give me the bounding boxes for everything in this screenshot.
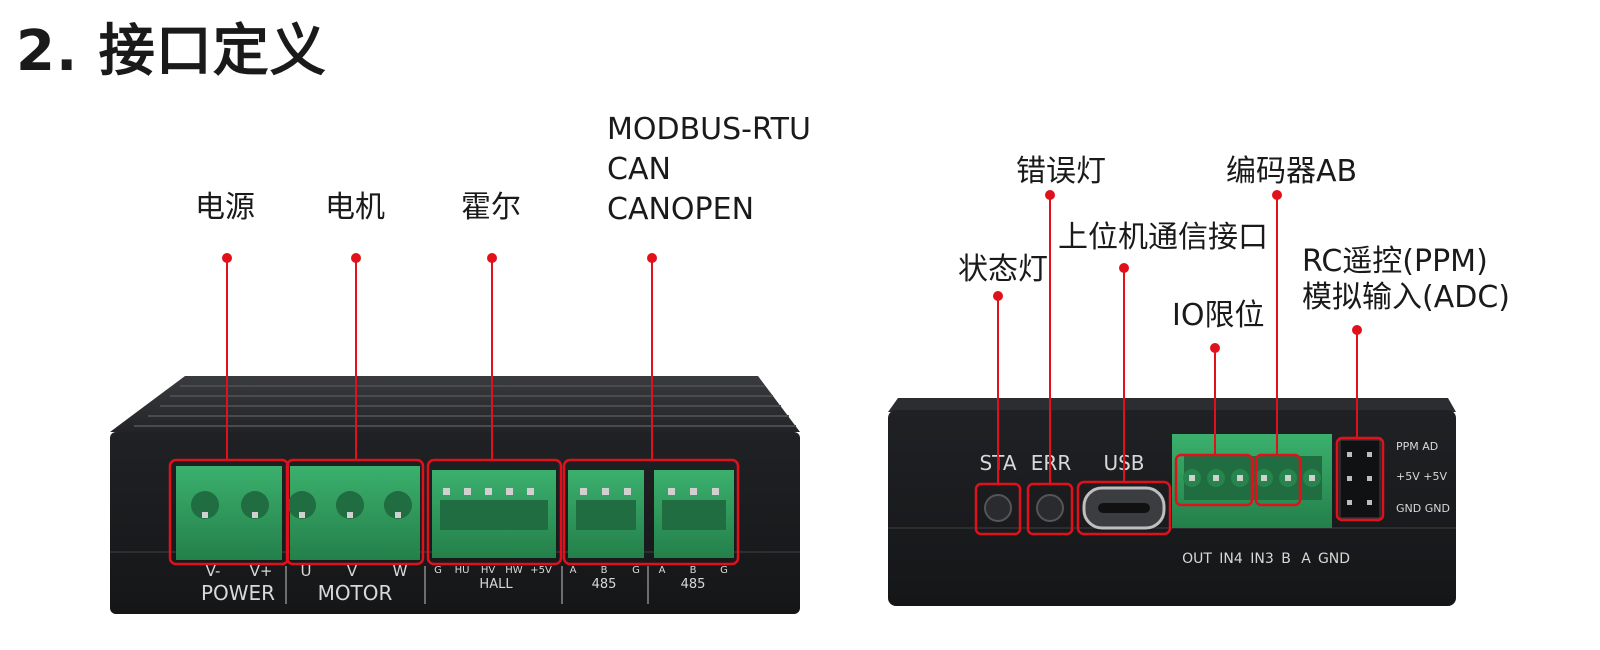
callout-status-led: 状态灯 [958, 252, 1048, 287]
rc-pin-label: PPM AD [1396, 440, 1438, 453]
callout-power: 电源 [195, 190, 255, 225]
callout-bus-line-3: CANOPEN [607, 192, 755, 227]
rs485-terminal-b [654, 470, 734, 558]
left-pin-labels: V- V+ U V W [206, 562, 408, 580]
hall-terminal [432, 470, 556, 558]
right-device: STA ERR USB [888, 190, 1456, 606]
rc-pin-label: +5V +5V [1396, 470, 1447, 483]
right-leader-lines [997, 195, 1358, 484]
pin-label: +5V [530, 565, 552, 576]
pin-label: HU [455, 565, 470, 576]
label-err: ERR [1031, 451, 1072, 475]
pin-label: IN3 [1250, 551, 1274, 567]
status-led-icon [984, 494, 1012, 522]
callout-bus-line-2: CAN [607, 152, 671, 187]
group-label-hall: HALL [479, 577, 513, 592]
group-label-motor: MOTOR [318, 581, 393, 605]
rc-pin-labels: PPM AD +5V +5V GND GND [1396, 440, 1450, 515]
callout-error-led: 错误灯 [1016, 154, 1106, 189]
rc-pin-label: GND GND [1396, 502, 1450, 515]
rs485-terminal-a [568, 470, 644, 558]
callout-encoder: 编码器AB [1226, 154, 1358, 189]
callout-io-limit: IO限位 [1172, 298, 1265, 333]
pin-label: OUT [1182, 551, 1212, 567]
pin-label: G [434, 565, 442, 576]
pin-label: G [720, 565, 728, 576]
error-led-icon [1036, 494, 1064, 522]
pin-label: V+ [250, 562, 273, 580]
rc-pin-header [1339, 439, 1381, 519]
callout-rc-line-1: RC遥控(PPM) [1302, 244, 1488, 279]
pin-label: V- [206, 562, 221, 580]
pin-label: A [1301, 551, 1311, 567]
callout-usb: 上位机通信接口 [1058, 220, 1268, 255]
pin-label: GND [1318, 551, 1350, 567]
pin-label: W [393, 562, 408, 580]
callout-motor: 电机 [325, 190, 385, 225]
pin-label: A [659, 565, 666, 576]
io-pin-labels: OUT IN4 IN3 B A GND [1182, 551, 1350, 567]
left-device-top [110, 376, 800, 432]
pin-label: B [690, 565, 697, 576]
pin-label: HW [505, 565, 523, 576]
pin-label: U [301, 562, 312, 580]
pin-label: HV [481, 565, 496, 576]
pin-label: V [347, 562, 358, 580]
callout-hall: 霍尔 [461, 190, 521, 225]
left-leader-lines [226, 258, 653, 460]
group-label-485-b: 485 [681, 577, 706, 592]
callout-bus-line-1: MODBUS-RTU [607, 112, 811, 147]
right-panel-labels: STA ERR USB [979, 451, 1144, 475]
pin-label: B [601, 565, 608, 576]
group-label-485-a: 485 [592, 577, 617, 592]
callout-rc-line-2: 模拟输入(ADC) [1302, 280, 1510, 315]
pin-label: B [1281, 551, 1291, 567]
page-title: 2. 接口定义 [16, 19, 327, 84]
left-device: V- V+ U V W G HU HV HW +5V A B G A B G P… [110, 253, 800, 614]
pin-label: A [570, 565, 577, 576]
motor-terminal [288, 466, 420, 560]
left-group-labels: POWER MOTOR HALL 485 485 [201, 577, 705, 605]
group-label-power: POWER [201, 581, 275, 605]
pin-label: G [632, 565, 640, 576]
pin-label: IN4 [1219, 551, 1243, 567]
power-terminal [176, 466, 282, 560]
heatsink-fins [134, 385, 796, 427]
